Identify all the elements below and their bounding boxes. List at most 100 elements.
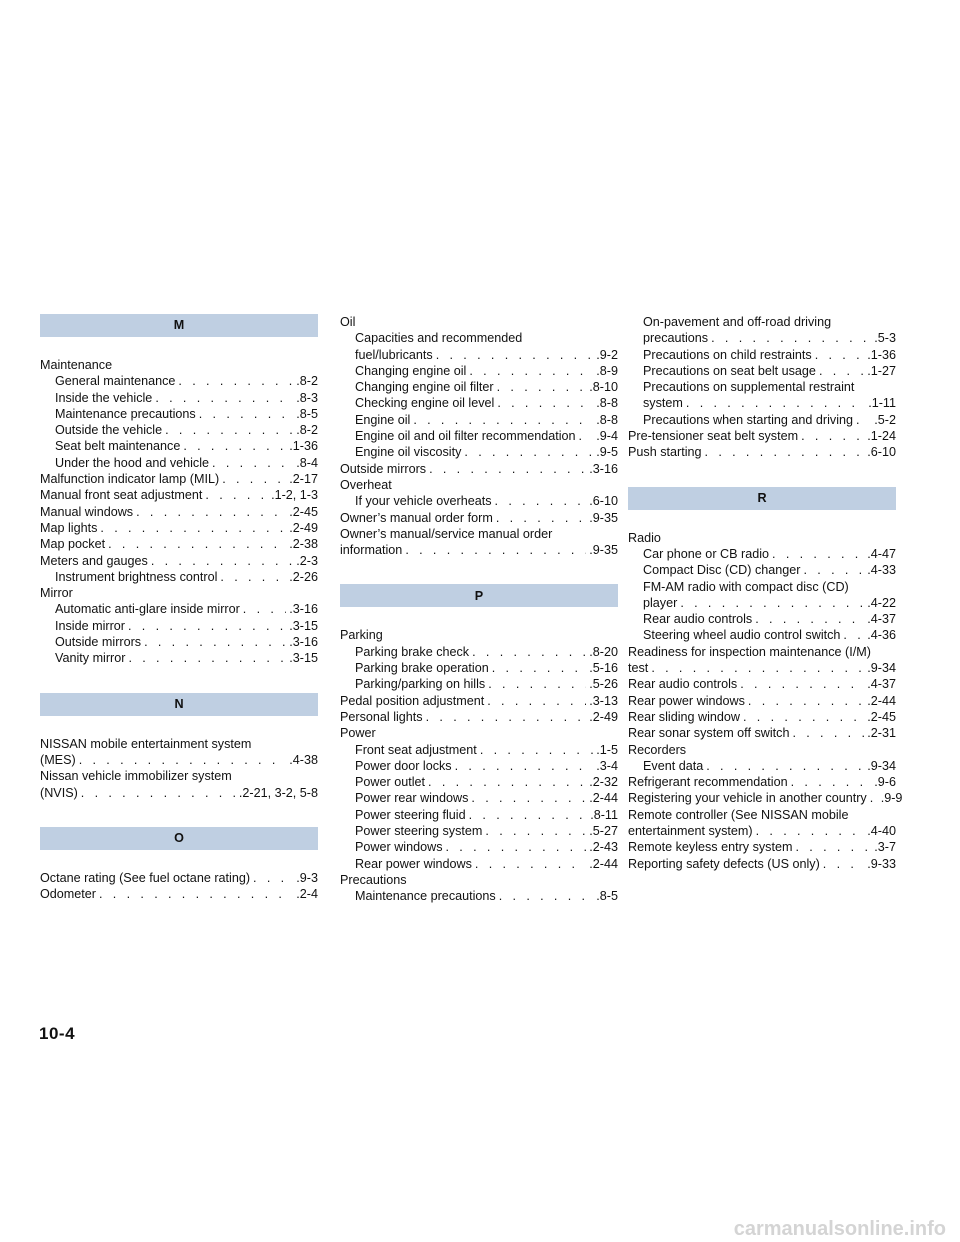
index-entry: Rear audio controls.4-37 (628, 676, 896, 692)
dot-leader (792, 725, 864, 741)
index-entry: Manual windows.2-45 (40, 504, 318, 520)
entry-label: Rear sliding window (628, 709, 740, 724)
index-entry: Rear sliding window .2-45 (628, 709, 896, 725)
page-reference: .3-16 (289, 635, 318, 650)
dot-leader (79, 752, 287, 768)
entry-label: Power windows (355, 840, 443, 855)
index-entry: Registering your vehicle in another coun… (628, 790, 902, 806)
page-reference: .9-2 (596, 347, 618, 362)
entry-label: Power steering system (355, 824, 483, 839)
section-header: O (40, 826, 318, 850)
page-reference: .2-45 (867, 709, 896, 724)
dot-leader (429, 461, 586, 477)
entry-label: Odometer (40, 887, 96, 902)
page-reference: .2-31 (867, 726, 896, 741)
entry-label: Parking/parking on hills (355, 677, 486, 692)
index-subentry: Parking/parking on hills.5-26 (340, 676, 618, 692)
dot-leader (243, 601, 287, 617)
page-reference: .9-34 (867, 661, 896, 676)
index-subentry: Precautions on seat belt usage.1-27 (628, 363, 896, 379)
index-subentry: Car phone or CB radio.4-47 (628, 546, 896, 562)
index-subentry: player.4-22 (628, 595, 896, 611)
entry-label: Outside mirrors (55, 635, 142, 650)
entry-label: Map lights (40, 520, 98, 535)
dot-leader (496, 510, 586, 526)
entry-label: information (340, 543, 403, 558)
entry-label: Precautions on child restraints (643, 347, 812, 362)
page-reference: .4-36 (867, 628, 896, 643)
page-reference: .1-27 (867, 363, 896, 378)
index-entry: Owner’s manual order form.9-35 (340, 510, 618, 526)
index-subentry: Precautions when starting and driving.5-… (628, 412, 896, 428)
page-reference: .2-45 (289, 504, 318, 519)
index-entry: Manual front seat adjustment.1-2, 1-3 (40, 487, 318, 503)
entry-label: entertainment system) (628, 824, 753, 839)
page-reference: .5-16 (589, 661, 618, 676)
index-entry-text: Remote controller (See NISSAN mobile (628, 807, 849, 822)
page-reference: .8-10 (589, 380, 618, 395)
dot-leader (748, 693, 864, 709)
page-reference: .3-16 (289, 602, 318, 617)
index-subentry: Power steering fluid.8-11 (340, 807, 618, 823)
dot-leader (253, 870, 293, 886)
dot-leader (413, 412, 593, 428)
page-reference: .6-10 (867, 445, 896, 460)
dot-leader (199, 406, 294, 422)
index-entry: test.9-34 (628, 660, 896, 676)
entry-label: Remote keyless entry system (628, 840, 793, 855)
dot-leader (579, 428, 594, 444)
page-reference: .8-11 (590, 807, 618, 822)
index-entry: information.9-35 (340, 542, 618, 558)
entry-label: Car phone or CB radio (643, 546, 770, 561)
index-entry: Refrigerant recommendation.9-6 (628, 774, 896, 790)
page-reference: .1-5 (596, 742, 618, 757)
entry-label: General maintenance (55, 374, 176, 389)
dot-leader (795, 839, 871, 855)
index-entry-text: Mirror (40, 586, 73, 601)
dot-leader (497, 395, 593, 411)
page-reference: .3-15 (289, 618, 318, 633)
index-entry: (NVIS).2-21, 3-2, 5-8 (40, 785, 318, 801)
page-reference: .8-2 (296, 374, 318, 389)
page-reference: .9-5 (596, 445, 618, 460)
entry-label: Vanity mirror (55, 651, 126, 666)
entry-label: Front seat adjustment (355, 742, 477, 757)
entry-label: Rear power windows (628, 693, 745, 708)
dot-leader (492, 660, 587, 676)
dot-leader (144, 634, 286, 650)
dot-leader (436, 347, 594, 363)
dot-leader (497, 379, 587, 395)
index-entry-text: Overheat (340, 477, 392, 492)
entry-label: Rear audio controls (643, 612, 753, 627)
page-reference: .3-7 (874, 840, 896, 855)
index-entry: Personal lights.2-49 (340, 709, 618, 725)
dot-leader (426, 709, 587, 725)
page-reference: .2-49 (589, 709, 618, 724)
page-reference: .1-24 (867, 429, 896, 444)
index-subentry-text: Capacities and recommended (355, 331, 523, 346)
dot-leader (222, 471, 286, 487)
entry-label: Pedal position adjustment (340, 693, 485, 708)
index-subentry: Precautions on child restraints.1-36 (628, 347, 896, 363)
page-reference: .2-26 (289, 569, 318, 584)
page-reference: .8-3 (296, 390, 318, 405)
page-reference: .8-5 (596, 889, 618, 904)
index-subentry: Inside the vehicle.8-3 (40, 390, 318, 406)
index-entry-text: Power (340, 726, 376, 741)
index-subentry: Maintenance precautions.8-5 (40, 406, 318, 422)
dot-leader (706, 758, 864, 774)
page-reference: .4-40 (867, 824, 896, 839)
index-entry: Pedal position adjustment.3-13 (340, 693, 618, 709)
index-entry: Map lights.2-49 (40, 520, 318, 536)
page-reference: .3-16 (589, 461, 618, 476)
index-entry-text: Recorders (628, 742, 687, 757)
index-subentry: Under the hood and vehicle.8-4 (40, 455, 318, 471)
entry-label: Outside the vehicle (55, 423, 163, 438)
index-subentry: Power outlet.2-32 (340, 774, 618, 790)
index-entry: Map pocket.2-38 (40, 536, 318, 552)
dot-leader (128, 650, 286, 666)
entry-label: Rear sonar system off switch (628, 726, 790, 741)
dot-leader (469, 807, 588, 823)
index-subentry: Parking brake operation.5-16 (340, 660, 618, 676)
index-subentry: precautions.5-3 (628, 330, 896, 346)
